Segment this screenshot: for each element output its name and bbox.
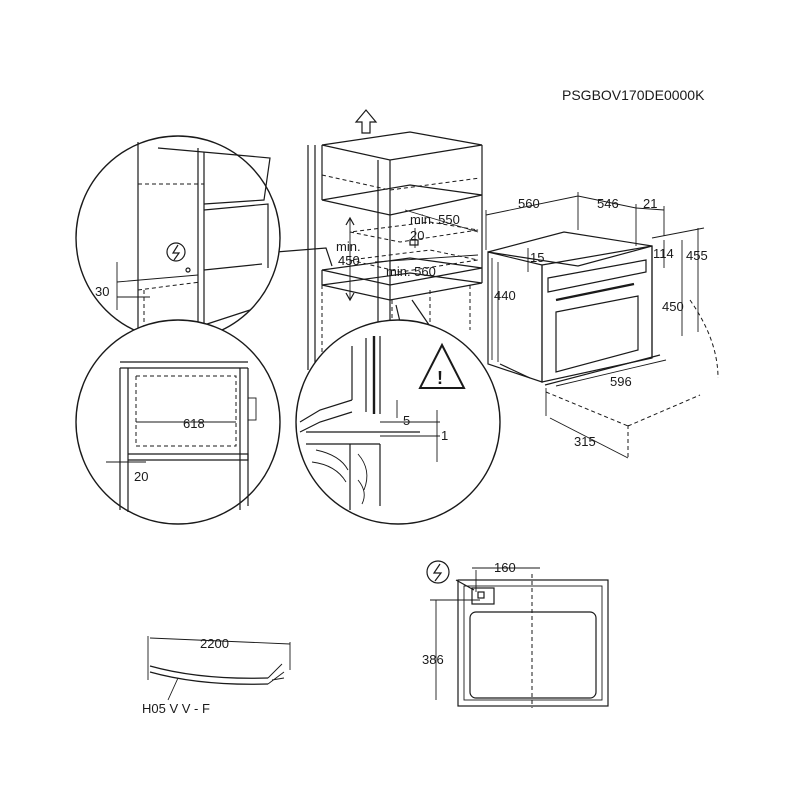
detail-right-d1: 1: [441, 428, 448, 443]
oven-width: 560: [518, 196, 540, 211]
warning-triangle-icon: !: [418, 342, 466, 389]
niche-min-depth: min. 550: [410, 212, 460, 227]
oven-front: 21: [643, 196, 657, 211]
detail-bl-d20: 20: [134, 469, 148, 484]
niche-top-gap: 20: [410, 228, 424, 243]
connection-d386: 386: [422, 652, 444, 667]
niche-min-width: min. 560: [386, 264, 436, 279]
detail-circle-warning: [295, 319, 501, 525]
svg-text:!: !: [437, 368, 443, 388]
detail-right-d5: 5: [403, 413, 410, 428]
power-plug-icon: [166, 242, 186, 262]
callout-leader-left: [275, 247, 333, 267]
detail-left-d30: 30: [95, 284, 109, 299]
model-code: PSGBOV170DE0000K: [562, 87, 705, 103]
oven-d455: 455: [686, 248, 708, 263]
detail-bl-d618: 618: [183, 416, 205, 431]
connection-d160: 160: [494, 560, 516, 575]
power-plug-icon: [426, 560, 450, 584]
oven-d440: 440: [494, 288, 516, 303]
oven-d596: 596: [610, 374, 632, 389]
cabinet-drawing: [307, 109, 483, 375]
oven-d315: 315: [574, 434, 596, 449]
niche-min-label: min.: [336, 239, 361, 254]
oven-d15: 15: [530, 250, 544, 265]
oven-drawing: [485, 192, 719, 459]
up-arrow-icon: [354, 109, 378, 134]
connection-drawing: [430, 567, 609, 708]
cable-type: H05 V V - F: [142, 701, 210, 716]
oven-depth-body: 546: [597, 196, 619, 211]
niche-min-height: 450: [338, 253, 360, 268]
cable-drawing: [147, 636, 291, 701]
oven-d450: 450: [662, 299, 684, 314]
cable-length: 2200: [200, 636, 229, 651]
detail-circle-power: [75, 135, 281, 341]
oven-d114: 114: [653, 246, 674, 261]
detail-circle-width: [75, 319, 281, 525]
